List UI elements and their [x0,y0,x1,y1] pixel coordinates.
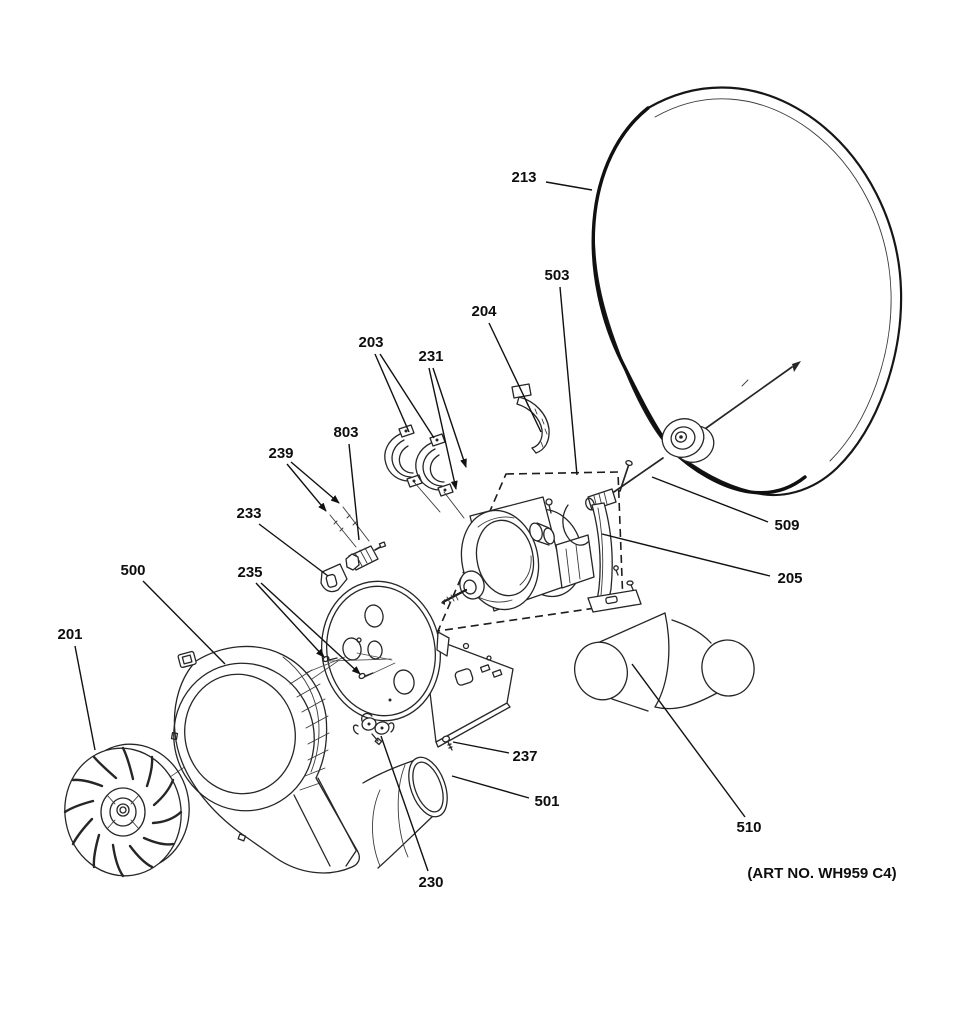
leader-line-203-0 [374,353,410,433]
felt-seal [511,383,550,454]
clamp-guide-lines [413,481,465,519]
callout-204: 204 [471,303,497,320]
leader-line-205-0 [601,533,771,577]
callout-500: 500 [120,562,145,579]
drive-motor [441,496,595,612]
motor-clamp-left [384,424,423,488]
callout-205: 205 [777,570,802,587]
callout-239: 239 [268,445,293,462]
leader-line-501-0 [451,775,530,799]
callout-501: 501 [534,793,559,810]
callout-213: 213 [511,169,536,186]
leader-line-231-0 [432,367,467,468]
duct-clamp [352,712,395,746]
callout-233: 233 [236,505,261,522]
leader-line-803-0 [348,443,360,541]
leader-line-500-0 [142,580,226,665]
leader-line-230-0 [380,735,429,872]
leader-line-239-0 [286,463,327,512]
leader-line-203-1 [379,353,435,439]
leader-line-233-0 [258,523,329,577]
duct-lower [362,756,448,869]
blower-wheel [63,743,190,878]
callout-510: 510 [736,819,761,836]
blower-backplate [320,563,450,722]
mounting-plate [422,634,514,748]
leader-line-239-1 [290,461,340,504]
callout-231: 231 [418,348,443,365]
leader-line-201-0 [74,645,96,751]
leader-line-231-1 [428,367,458,490]
callout-509: 509 [774,517,799,534]
leader-line-509-0 [651,476,769,523]
idler-pulley [661,418,715,463]
drive-belt [591,86,903,496]
callout-230: 230 [418,874,443,891]
motor-clamp-right [415,433,454,497]
callout-201: 201 [57,626,82,643]
leader-line-204-0 [488,322,542,433]
callout-layer: 213 503 204 203 231 803 239 233 500 235 201 509 205 2… [57,169,802,891]
screw-237 [441,735,453,751]
leader-line-237-0 [452,741,510,754]
callout-203: 203 [358,334,383,351]
callout-503: 503 [544,267,569,284]
leader-line-213-0 [545,181,593,191]
leader-line-235-1 [260,582,361,675]
callout-237: 237 [512,748,537,765]
leader-line-235-0 [255,582,325,658]
leader-line-510-0 [631,663,746,818]
blower-housing [170,645,360,874]
motor-damper [345,541,387,571]
leader-line-503-0 [559,286,578,476]
callout-803: 803 [333,424,358,441]
motor-bracket [562,502,642,613]
callout-235: 235 [237,564,262,581]
backplate-screws [322,655,374,680]
art-number: (ART NO. WH959 C4) [747,865,896,882]
pivot-pin [619,460,633,492]
duct-elbow [574,612,755,712]
damper-screws [329,506,370,548]
